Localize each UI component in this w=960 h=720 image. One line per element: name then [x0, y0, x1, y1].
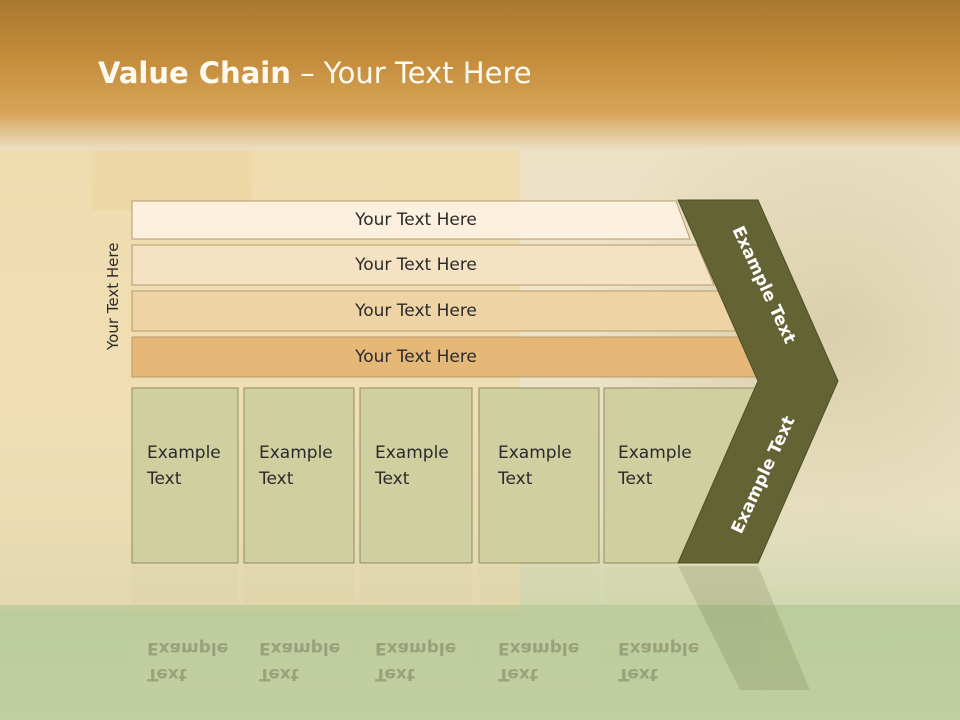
row-2-label: Your Text Here — [355, 255, 477, 275]
row-1-label: Your Text Here — [355, 210, 477, 230]
background-grass — [0, 605, 960, 720]
row-1-shape — [131, 200, 691, 240]
background-tower — [92, 150, 252, 210]
row-4-label: Your Text Here — [355, 347, 477, 367]
row-2-shape — [131, 244, 715, 286]
row-3-label: Your Text Here — [355, 301, 477, 321]
slide-title: Value Chain – Your Text Here — [98, 56, 532, 90]
box-2-shape — [243, 387, 355, 564]
box-3-shape — [359, 387, 473, 564]
chevron-arrow — [677, 199, 839, 564]
box-4-shape — [478, 387, 600, 564]
header-band — [0, 0, 960, 150]
box-1-shape — [131, 387, 239, 564]
